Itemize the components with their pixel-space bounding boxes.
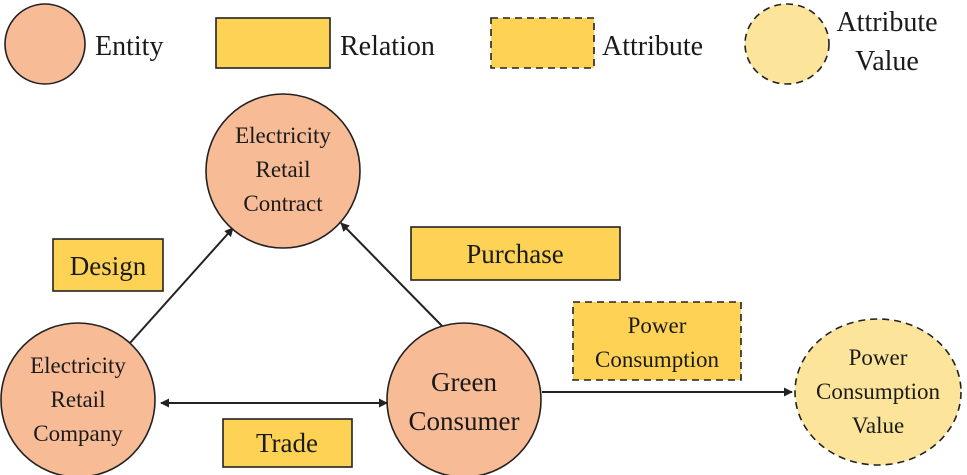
attribute-value-label-line2: Consumption: [816, 379, 940, 404]
attribute-value-label-line3: Value: [852, 413, 904, 438]
legend-attribute-value-label-line1: Attribute: [836, 7, 937, 38]
relation-box: [52, 238, 164, 292]
entity-label-line2: Retail: [256, 157, 311, 182]
connections: [129, 222, 793, 408]
relation-box: [222, 418, 353, 468]
relation-trade: Trade: [222, 418, 353, 468]
relation-box: [410, 226, 621, 281]
relation-design: Design: [52, 238, 164, 292]
entity-label-line2: Consumer: [409, 406, 520, 436]
legend-entity-label: Entity: [95, 31, 163, 62]
entity-label-line2: Retail: [51, 387, 106, 412]
relation-label: Purchase: [466, 239, 563, 269]
legend-attribute-value-symbol: [744, 3, 830, 85]
attribute-value-ellipse: [794, 318, 962, 466]
attribute-box: [572, 301, 742, 381]
legend-attribute-value-label-line2: Value: [855, 46, 919, 77]
entity-label-line3: Contract: [243, 191, 323, 216]
entity-electricity-retail-contract: Electricity Retail Contract: [205, 93, 361, 249]
relation-purchase: Purchase: [410, 226, 621, 281]
attribute-value-power-consumption-value: Power Consumption Value: [794, 318, 962, 466]
entity-label-line1: Electricity: [30, 353, 126, 378]
purchase-arrow: [340, 222, 446, 330]
entity-circle: [0, 322, 156, 475]
attribute-label-line2: Consumption: [595, 347, 719, 372]
relation-label: Design: [70, 251, 147, 281]
legend-relation-label: Relation: [340, 31, 435, 62]
entity-circle: [205, 93, 361, 249]
attribute-value-label-line1: Power: [849, 345, 908, 370]
relation-label: Trade: [256, 428, 318, 458]
entity-circle: [386, 322, 542, 475]
entity-label-line3: Company: [33, 421, 123, 446]
attribute-power-consumption: Power Consumption: [572, 301, 742, 381]
design-arrow: [129, 227, 234, 344]
legend-entity-symbol: [4, 3, 86, 85]
legend-attribute-label: Attribute: [602, 31, 703, 62]
attribute-label-line1: Power: [628, 313, 687, 338]
entity-label-line1: Green: [431, 367, 497, 397]
legend-relation-symbol: [215, 17, 331, 69]
legend-attribute-symbol: [490, 17, 595, 69]
entity-label-line1: Electricity: [235, 123, 331, 148]
legend: Entity Relation Attribute Attribute Valu…: [4, 3, 938, 85]
entity-electricity-retail-company: Electricity Retail Company: [0, 322, 156, 475]
entity-green-consumer: Green Consumer: [386, 322, 542, 475]
